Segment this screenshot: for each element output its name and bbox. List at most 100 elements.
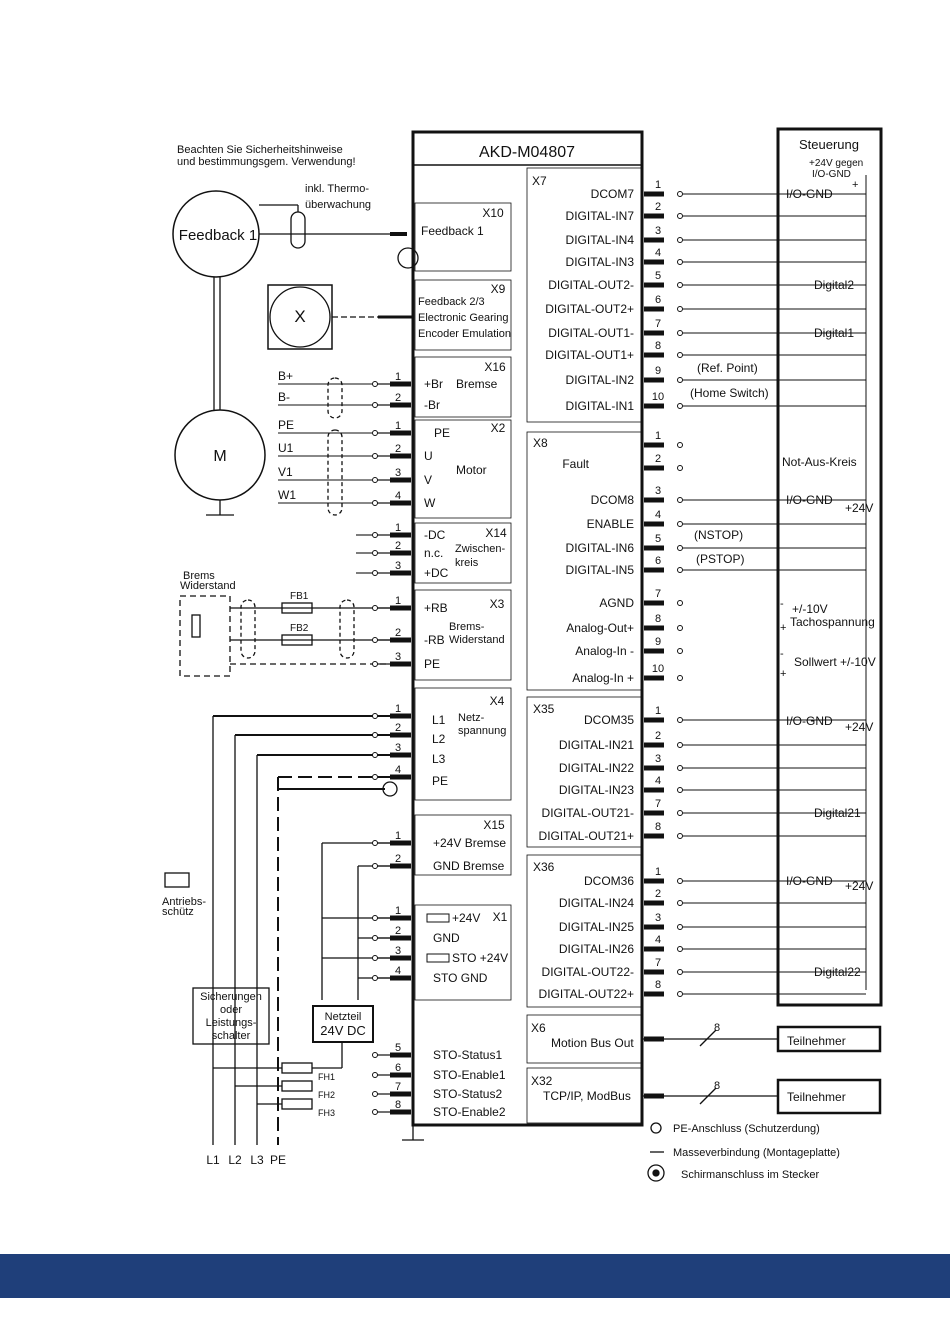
device-title: AKD-M04807	[479, 144, 575, 161]
x16-pin-1-terminal	[372, 402, 378, 408]
x36-pinlabel-0: DCOM36	[584, 874, 634, 888]
x8-io-gnd: I/O-GND	[786, 493, 833, 507]
x7-pin-3-number: 4	[655, 247, 661, 259]
x7-pin-9-terminal	[677, 403, 683, 409]
x14-label-0: Zwischen-	[455, 543, 505, 555]
x8-plus24: +24V	[845, 501, 873, 515]
analog-pin-2-terminal	[677, 648, 683, 654]
x14-name: X14	[485, 526, 507, 540]
x7-io-gnd: I/O-GND	[786, 187, 833, 201]
x4-label-1: spannung	[458, 725, 506, 737]
tacho-label-0: +/-10V	[792, 602, 828, 616]
x14-pin-0-number: 1	[395, 522, 401, 534]
x36-pinlabel-3: DIGITAL-IN26	[559, 942, 634, 956]
x35-pin-2-terminal	[677, 765, 683, 771]
x2-pinlabel-2: V	[424, 473, 432, 487]
x1-pin-0-terminal	[372, 915, 378, 921]
x35-pin-0-number: 1	[655, 705, 661, 717]
x35-pin-5-number: 8	[655, 821, 661, 833]
x32-name: X32	[531, 1074, 553, 1088]
x6-bus-count: 8	[714, 1022, 720, 1034]
x4-pin-3-terminal	[372, 774, 378, 780]
sicherungen-0: Sicherungen	[200, 991, 262, 1003]
digital21-label: Digital21	[814, 806, 861, 820]
x35-pin-0-terminal	[677, 717, 683, 723]
x4-pin-3-number: 4	[395, 764, 401, 776]
x8-pin-5-number: 6	[655, 555, 661, 567]
sto-pinlabel-1: STO-Enable1	[433, 1068, 506, 1082]
x1-pin-1-terminal	[372, 935, 378, 941]
brems-label-1: Widerstand	[180, 580, 236, 592]
x15-pin-0-terminal	[372, 840, 378, 846]
x3-pin-0-number: 1	[395, 595, 401, 607]
x35-pin-1-terminal	[677, 742, 683, 748]
sto-pin-1-terminal	[372, 1072, 378, 1078]
x8-pin-5-terminal	[677, 567, 683, 573]
x8-pinlabel-3: DIGITAL-IN6	[566, 541, 635, 555]
fuse-h3-label: FH3	[318, 1108, 335, 1118]
x7-pinlabel-8: DIGITAL-IN2	[566, 373, 635, 387]
x7-pin-5-number: 6	[655, 294, 661, 306]
x36-pinlabel-4: DIGITAL-OUT22-	[542, 965, 634, 979]
x4-pinlabel-2: L3	[432, 752, 446, 766]
x35-pin-4-number: 7	[655, 798, 661, 810]
x6-label: Motion Bus Out	[551, 1036, 634, 1050]
safety-note-line2: und bestimmungsgem. Verwendung!	[177, 156, 356, 168]
x1-pin-0-number: 1	[395, 905, 401, 917]
digital1-label: Digital1	[814, 326, 854, 340]
x4-name: X4	[490, 694, 505, 708]
control-supply-line2: I/O-GND	[812, 169, 851, 180]
x7-pin-2-number: 3	[655, 225, 661, 237]
x35-pinlabel-5: DIGITAL-OUT21+	[539, 829, 634, 843]
x1-pin-2-number: 3	[395, 945, 401, 957]
digital22-label: Digital22	[814, 965, 861, 979]
x36-pin-4-number: 7	[655, 957, 661, 969]
x7-pin-8-number: 9	[655, 365, 661, 377]
feedback1-encoder-label: Feedback 1	[179, 227, 257, 244]
motor-label: M	[213, 448, 226, 465]
x9-name: X9	[491, 282, 506, 296]
x16-label: Bremse	[456, 377, 498, 391]
analog-pin-3-terminal	[677, 675, 683, 681]
x8-pinlabel-2: ENABLE	[587, 517, 634, 531]
x14-pin-2-number: 3	[395, 560, 401, 572]
x2-ext-2: V1	[278, 465, 293, 479]
x8-pin-4-terminal	[677, 545, 683, 551]
x2-pin-2-number: 3	[395, 467, 401, 479]
x36-name: X36	[533, 860, 555, 874]
thermo-note-line2: überwachung	[305, 199, 371, 211]
nstop-label: (NSTOP)	[694, 528, 743, 542]
sicherungen-1: oder	[220, 1004, 242, 1016]
x35-pin-4-terminal	[677, 810, 683, 816]
x-device-label: X	[294, 307, 305, 326]
x2-ext-0: PE	[278, 418, 294, 432]
analog-pin-0-terminal	[677, 600, 683, 606]
x8-pin-3-number: 4	[655, 509, 661, 521]
x10-name: X10	[482, 206, 504, 220]
x3-label-0: Brems-	[449, 621, 485, 633]
x1-sto-symbol	[426, 953, 450, 963]
x36-pinlabel-2: DIGITAL-IN25	[559, 920, 634, 934]
safety-note-line1: Beachten Sie Sicherheitshinweise	[177, 144, 343, 156]
x32-bus-count: 8	[714, 1080, 720, 1092]
mains-label-3: PE	[270, 1153, 286, 1167]
sollwert-label: Sollwert +/-10V	[794, 655, 876, 669]
x15-pinlabel-0: +24V Bremse	[433, 836, 506, 850]
x14-label-1: kreis	[455, 557, 479, 569]
analog-pinlabel-2: Analog-In -	[575, 644, 634, 658]
antriebsschuetz-1: schütz	[162, 906, 194, 918]
x3-pin-2-terminal	[372, 661, 378, 667]
analog-pinlabel-0: AGND	[599, 596, 634, 610]
x6-name: X6	[531, 1021, 546, 1035]
x14-pin-1-number: 2	[395, 540, 401, 552]
x7-pin-5-terminal	[677, 306, 683, 312]
sto-pin-3-number: 8	[395, 1099, 401, 1111]
x16-pinlabel-0: +Br	[424, 377, 443, 391]
control-title: Steuerung	[799, 137, 859, 152]
x7-pinlabel-7: DIGITAL-OUT1+	[545, 348, 634, 362]
netzteil-1: 24V DC	[320, 1023, 366, 1038]
mains-label-0: L1	[206, 1153, 220, 1167]
x32-label: TCP/IP, ModBus	[543, 1089, 631, 1103]
x1-24v-symbol	[426, 913, 450, 923]
